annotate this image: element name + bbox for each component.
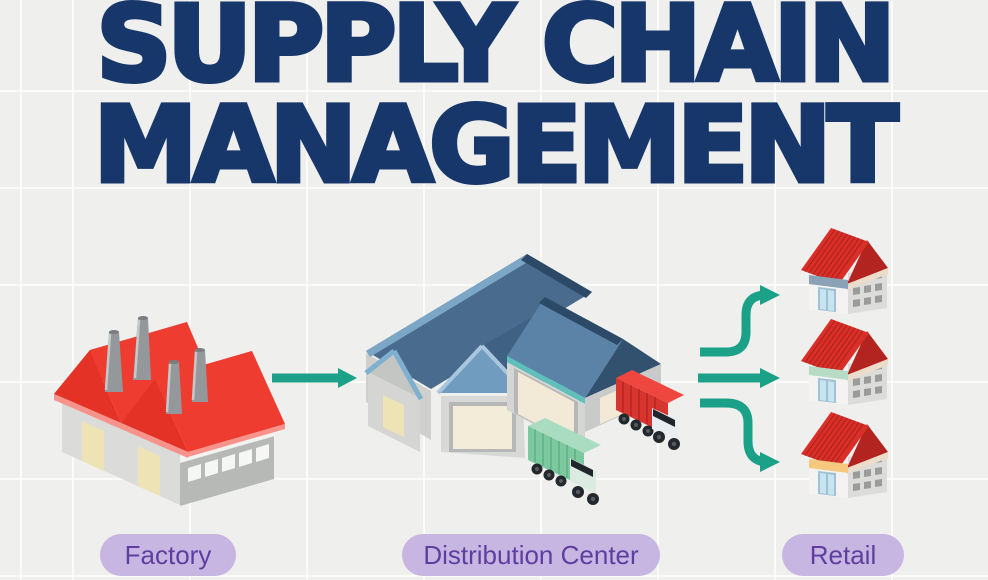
stage-label-retail: Retail	[782, 534, 904, 576]
stage-label-distribution-center-text: Distribution Center	[423, 539, 639, 570]
factory-windows	[188, 444, 269, 482]
warehouse-icon	[364, 254, 684, 505]
arrow-to-retail-middle	[698, 368, 780, 388]
store-icon-middle	[800, 318, 889, 406]
factory-chimneys	[104, 316, 208, 414]
truck-red-icon	[616, 370, 684, 450]
store-awning-top	[809, 275, 848, 289]
stage-label-distribution-center: Distribution Center	[402, 534, 660, 576]
arrow-to-retail-top	[700, 285, 780, 357]
store-awning-bottom	[809, 459, 848, 473]
stage-label-factory-text: Factory	[124, 539, 212, 570]
warehouse-left-entrance	[364, 349, 424, 452]
factory-roof	[54, 322, 285, 458]
factory-doors	[82, 421, 160, 496]
warehouse-right-hall	[507, 297, 661, 452]
factory-icon	[54, 316, 285, 506]
arrow-factory-to-distribution	[272, 368, 357, 388]
arrows-distribution-to-retail	[698, 285, 780, 472]
title-line-1: SUPPLY CHAIN	[94, 0, 898, 105]
store-icon-top	[800, 227, 889, 315]
page-title: SUPPLY CHAIN MANAGEMENT	[0, 0, 988, 206]
truck-green-icon	[528, 418, 601, 505]
store-icon-bottom	[800, 411, 889, 499]
store-awning-middle	[809, 366, 848, 380]
stage-label-factory: Factory	[100, 534, 236, 576]
stage-label-retail-text: Retail	[809, 539, 877, 570]
title-line-2: MANAGEMENT	[91, 84, 900, 206]
arrow-to-retail-bottom	[700, 398, 780, 472]
